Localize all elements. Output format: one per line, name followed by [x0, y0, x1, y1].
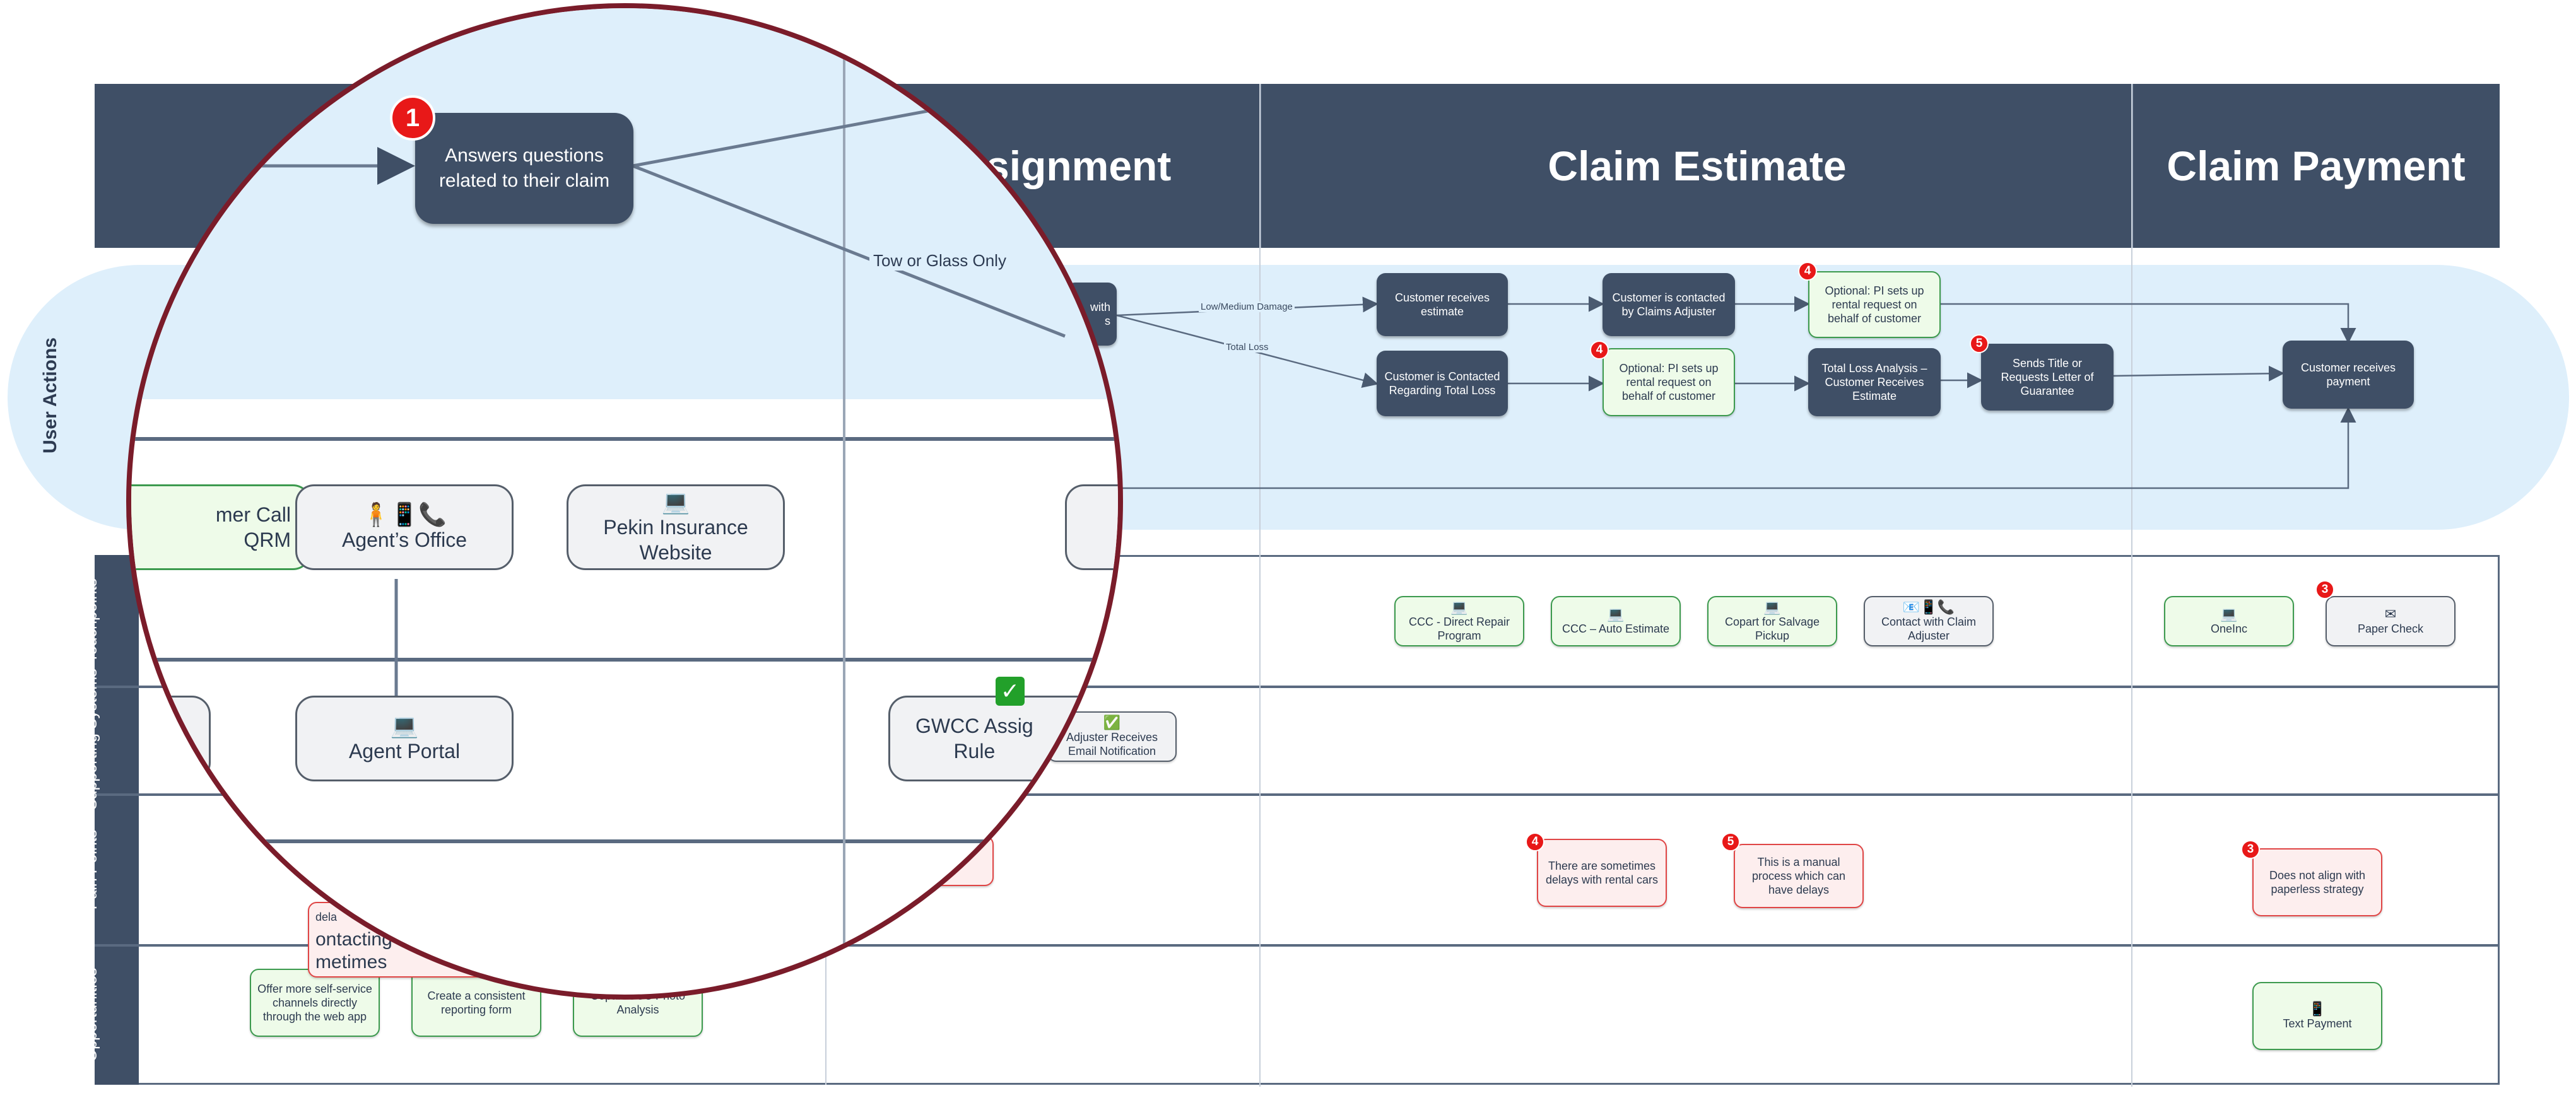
laptop-icon: 💻	[2220, 606, 2238, 622]
zoom-gwcc-assignment-rules[interactable]: GWCC Assig Rule	[888, 696, 1118, 781]
touchpoint-oneinc[interactable]: 💻 OneInc	[2164, 596, 2294, 646]
opportunity-label: Text Payment	[2283, 1017, 2352, 1030]
opportunity-text-payment[interactable]: 📱 Text Payment	[2252, 982, 2382, 1050]
mail-icon: ✉	[2384, 606, 2397, 622]
zoom-system-partial[interactable]	[131, 696, 211, 781]
zoom-system-label: Agent Portal	[348, 740, 461, 762]
lane-label-strip	[95, 555, 139, 1085]
zoom-connectors	[131, 88, 1066, 702]
touchpoint-label: OneInc	[2210, 622, 2248, 635]
laptop-icon: 💻	[1607, 606, 1625, 622]
touchpoint-copart-salvage[interactable]: 💻 Copart for Salvage Pickup	[1707, 596, 1837, 646]
touchpoint-label: CCC – Auto Estimate	[1561, 622, 1670, 635]
action-contacted-total-loss[interactable]: Customer is Contacted Regarding Total Lo…	[1377, 351, 1508, 416]
badge-5: 5	[1970, 334, 1989, 353]
pain-fragment: metimes	[315, 952, 387, 972]
zoom-column-divider	[843, 8, 845, 995]
lane-divider	[95, 793, 2500, 796]
lane-divider	[95, 686, 2500, 688]
mobile-phone-icon: 📱	[2308, 1001, 2326, 1017]
touchpoint-paper-check[interactable]: ✉ Paper Check	[2326, 596, 2455, 646]
badge-3: 3	[2315, 580, 2334, 599]
zoom-touchpoint-label: Pekin Insurance Website	[603, 516, 748, 564]
opportunity-self-service[interactable]: Offer more self-service channels directl…	[250, 969, 380, 1037]
zoom-answers-questions[interactable]: Answers questions related to their claim	[415, 113, 633, 224]
zoom-badge-1: 1	[390, 95, 435, 141]
pain-paperless[interactable]: Does not align with paperless strategy	[2252, 848, 2382, 916]
touchpoint-label: CCC - Direct Repair Program	[1408, 616, 1510, 642]
zoom-lane-divider	[131, 437, 1118, 441]
header-claim-payment: Claim Payment	[2167, 143, 2466, 189]
zoom-lane-divider	[131, 658, 1118, 662]
edge-label-total-loss: Total Loss	[1224, 342, 1271, 353]
zoom-agent-portal[interactable]: 💻 Agent Portal	[295, 696, 514, 781]
check-icon: ✓	[996, 677, 1025, 706]
laptop-icon: 💻	[1450, 599, 1468, 615]
pain-fragment: dela	[315, 911, 338, 923]
touchpoint-ccc-auto-estimate[interactable]: 💻 CCC – Auto Estimate	[1551, 596, 1681, 646]
zoom-touchpoint-partial[interactable]	[1065, 484, 1118, 570]
action-optional-rental-2[interactable]: Optional: PI sets up rental request on b…	[1603, 348, 1735, 416]
lane-divider	[95, 944, 2500, 947]
badge-5: 5	[1721, 832, 1740, 851]
action-contacted-by-adjuster[interactable]: Customer is contacted by Claims Adjuster	[1603, 273, 1735, 336]
action-sends-title[interactable]: Sends Title or Requests Letter of Guaran…	[1981, 344, 2114, 411]
action-total-loss-analysis[interactable]: Total Loss Analysis – Customer Receives …	[1808, 348, 1941, 416]
touchpoint-contact-claim-adjuster[interactable]: 📧📱📞 Contact with Claim Adjuster	[1864, 596, 1994, 646]
action-customer-receives-payment[interactable]: Customer receives payment	[2283, 341, 2414, 409]
zoom-customer-call-partial[interactable]: mer Call QRM	[131, 484, 312, 570]
pain-manual-process[interactable]: This is a manual process which can have …	[1734, 844, 1864, 908]
badge-4: 4	[1798, 262, 1817, 281]
zoom-pekin-website[interactable]: 💻 Pekin Insurance Website	[567, 484, 785, 570]
column-divider	[2131, 84, 2132, 1087]
action-customer-receives-estimate[interactable]: Customer receives estimate	[1377, 273, 1508, 336]
badge-4: 4	[1526, 832, 1544, 851]
touchpoint-label: Paper Check	[2357, 622, 2424, 635]
zoom-assignment-partial	[996, 115, 1007, 163]
touchpoint-ccc-direct-repair[interactable]: 💻 CCC - Direct Repair Program	[1394, 596, 1524, 646]
touchpoint-label: Copart for Salvage Pickup	[1724, 616, 1820, 642]
edge-label-low-medium: Low/Medium Damage	[1199, 301, 1295, 312]
pain-rental-delays[interactable]: There are sometimes delays with rental c…	[1537, 839, 1667, 907]
zoom-lane-divider	[131, 839, 1118, 843]
zoom-edge-label-tow-glass: Tow or Glass Only	[869, 251, 1010, 271]
zoom-touchpoint-label: Agent’s Office	[341, 529, 468, 551]
laptop-icon: 💻	[661, 489, 690, 515]
badge-3: 3	[2241, 840, 2260, 859]
action-optional-rental-1[interactable]: Optional: PI sets up rental request on b…	[1808, 271, 1941, 338]
phone-icon: 📧📱📞	[1902, 599, 1955, 615]
header-claim-estimate: Claim Estimate	[1548, 143, 1847, 189]
laptop-icon: 💻	[1763, 599, 1781, 615]
zoom-agents-office[interactable]: 🧍📱📞 Agent’s Office	[295, 484, 514, 570]
laptop-icon: 💻	[390, 713, 419, 739]
touchpoint-label: Contact with Claim Adjuster	[1881, 616, 1977, 642]
zoom-magnifier: Answers questions related to their claim…	[126, 3, 1123, 1000]
badge-4: 4	[1590, 341, 1609, 359]
column-divider	[1259, 84, 1261, 1087]
person-phone-icon: 🧍📱📞	[362, 501, 447, 527]
